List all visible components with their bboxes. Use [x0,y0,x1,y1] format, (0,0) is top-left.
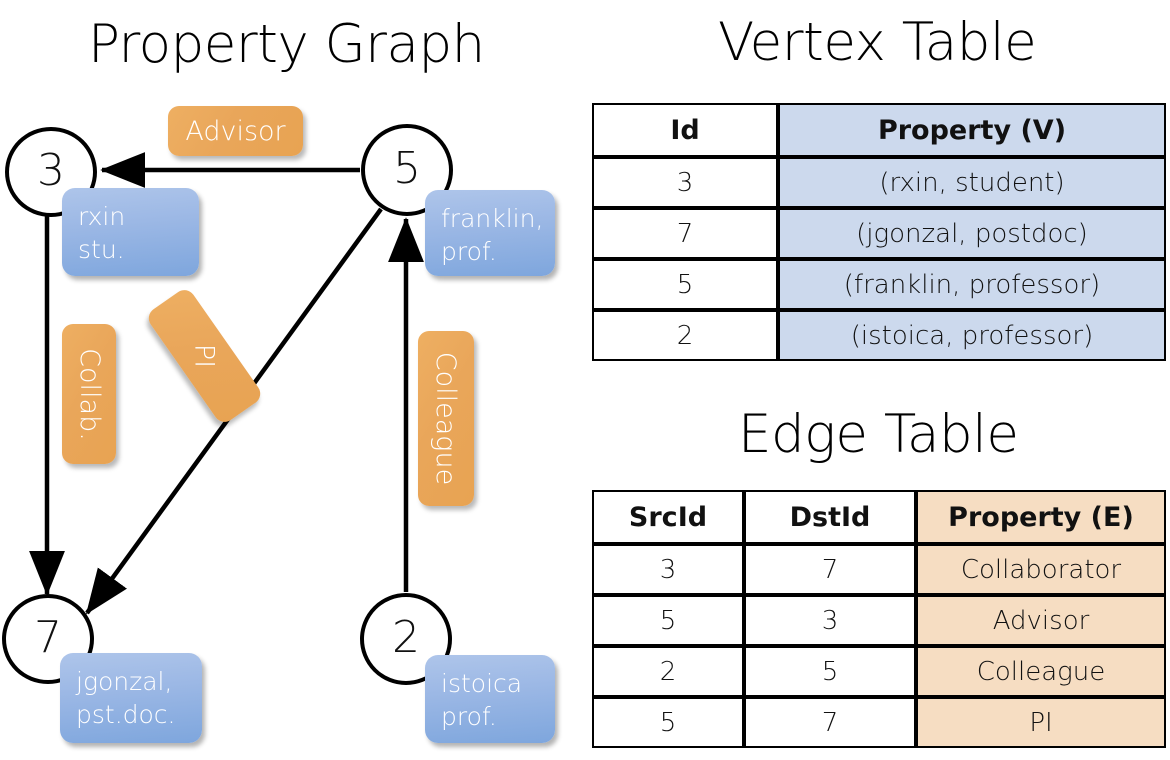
table-row[interactable]: 3 7 Collaborator [592,544,1166,595]
vertex-row-1-id: 7 [592,208,778,259]
edge-label-collab-text: Collab. [73,347,105,441]
vertex-row-3-id: 2 [592,310,778,361]
vertex-property-box-2-line2: prof. [441,702,497,731]
vertex-table: Id Property (V) 3 (rxin, student) 7 (jgo… [592,103,1166,361]
vertex-table-header-id: Id [592,103,778,157]
edge-table-header-row: SrcId DstId Property (E) [592,490,1166,544]
graph-node-2[interactable]: 2 [360,593,452,685]
vertex-property-box-7: jgonzal, pst.doc. [60,653,202,743]
property-graph-panel: Property Graph 3 5 7 2 rxin stu. frankli… [2,14,555,743]
graph-node-2-label: 2 [392,612,420,663]
edge-row-3-src: 5 [592,697,744,748]
table-row[interactable]: 5 (franklin, professor) [592,259,1166,310]
vertex-table-header-row: Id Property (V) [592,103,1166,157]
vertex-row-0-id: 3 [592,157,778,208]
edge-row-2-src: 2 [592,646,744,697]
table-row[interactable]: 2 5 Colleague [592,646,1166,697]
vertex-row-2-property: (franklin, professor) [778,259,1166,310]
vertex-property-box-5-line1: franklin, [441,204,544,233]
graph-node-5-label: 5 [393,143,421,194]
edge-label-colleague: Colleague [418,331,474,506]
edge-row-3-property: PI [916,697,1166,748]
vertex-row-2-id: 5 [592,259,778,310]
edge-row-1-property: Advisor [916,595,1166,646]
edge-table-header-srcid: SrcId [592,490,744,544]
edge-label-advisor: Advisor [168,106,303,156]
vertex-property-box-5-line2: prof. [441,237,497,266]
edge-label-advisor-text: Advisor [185,115,286,147]
vertex-property-box-3: rxin stu. [62,188,199,276]
graph-node-3-label: 3 [37,145,65,196]
vertex-row-3-property: (istoica, professor) [778,310,1166,361]
vertex-property-box-7-line2: pst.doc. [76,700,176,729]
edge-label-colleague-text: Colleague [430,351,462,486]
vertex-property-box-3-line2: stu. [78,235,125,264]
edge-row-1-src: 5 [592,595,744,646]
edge-row-0-dst: 7 [744,544,916,595]
edge-label-pi-text: PI [189,343,220,369]
vertex-row-1-property: (jgonzal, postdoc) [778,208,1166,259]
vertex-property-box-3-line1: rxin [78,202,126,231]
table-row[interactable]: 5 7 PI [592,697,1166,748]
page-title-property-graph: Property Graph [88,14,485,75]
edge-table-header-property: Property (E) [916,490,1166,544]
edge-label-collab: Collab. [62,324,116,464]
graph-node-7-label: 7 [34,612,62,663]
table-row[interactable]: 5 3 Advisor [592,595,1166,646]
page-title-vertex-table: Vertex Table [718,12,1037,73]
edge-row-1-dst: 3 [744,595,916,646]
vertex-property-box-2-line1: istoica [441,669,523,698]
edge-table: SrcId DstId Property (E) 3 7 Collaborato… [592,490,1166,748]
edge-row-0-src: 3 [592,544,744,595]
vertex-table-header-property: Property (V) [778,103,1166,157]
edge-row-2-dst: 5 [744,646,916,697]
vertex-property-box-5: franklin, prof. [425,190,555,276]
page-title-edge-table: Edge Table [738,404,1019,465]
vertex-row-0-property: (rxin, student) [778,157,1166,208]
edge-row-3-dst: 7 [744,697,916,748]
table-row[interactable]: 3 (rxin, student) [592,157,1166,208]
edge-row-2-property: Colleague [916,646,1166,697]
vertex-property-box-2: istoica prof. [425,655,555,743]
edge-row-0-property: Collaborator [916,544,1166,595]
vertex-property-box-7-line1: jgonzal, [76,667,173,696]
edge-table-header-dstid: DstId [744,490,916,544]
graph-node-5[interactable]: 5 [361,124,453,216]
table-row[interactable]: 2 (istoica, professor) [592,310,1166,361]
table-row[interactable]: 7 (jgonzal, postdoc) [592,208,1166,259]
